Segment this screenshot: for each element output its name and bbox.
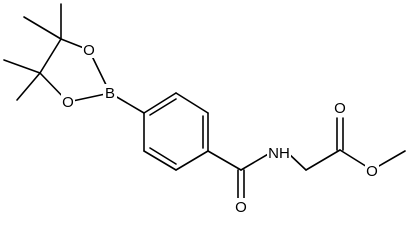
bond-c5-methyl-b <box>16 72 41 101</box>
atom-label-ester-carbonyl-oxygen: O <box>334 100 346 117</box>
bond-carbonyl-n <box>240 152 271 171</box>
bond-aryl-carbonyl <box>207 150 242 171</box>
bond-c5-methyl-a <box>3 59 41 74</box>
atom-label-ring-oxygen-upper: O <box>83 42 95 59</box>
atom-label-amide-oxygen: O <box>235 199 247 216</box>
ring-bond-1 <box>143 92 177 114</box>
atom-labels: O B O O NH O O <box>61 41 379 216</box>
ring-bond-5-inner <box>149 147 177 165</box>
ring-bond-2 <box>175 92 209 114</box>
atom-label-boron: B <box>105 85 115 102</box>
ring-bond-5 <box>143 150 177 171</box>
atom-label-ester-ether-oxygen: O <box>366 163 378 180</box>
bond-c5-c4 <box>39 38 62 74</box>
benzene-ring-bonds <box>143 92 209 171</box>
ring-bond-4 <box>175 150 209 171</box>
ring-bond-1-inner <box>149 98 177 116</box>
structure-diagram: O B O O NH O O <box>3 3 406 216</box>
atom-label-ring-oxygen-lower: O <box>62 94 74 111</box>
amide-bonds <box>207 150 307 204</box>
ester-bonds <box>305 117 406 171</box>
bond-c4-methyl-b <box>23 16 62 40</box>
atom-label-amide-nitrogen: NH <box>268 145 290 162</box>
bond-ch2-carbonyl <box>305 149 341 171</box>
